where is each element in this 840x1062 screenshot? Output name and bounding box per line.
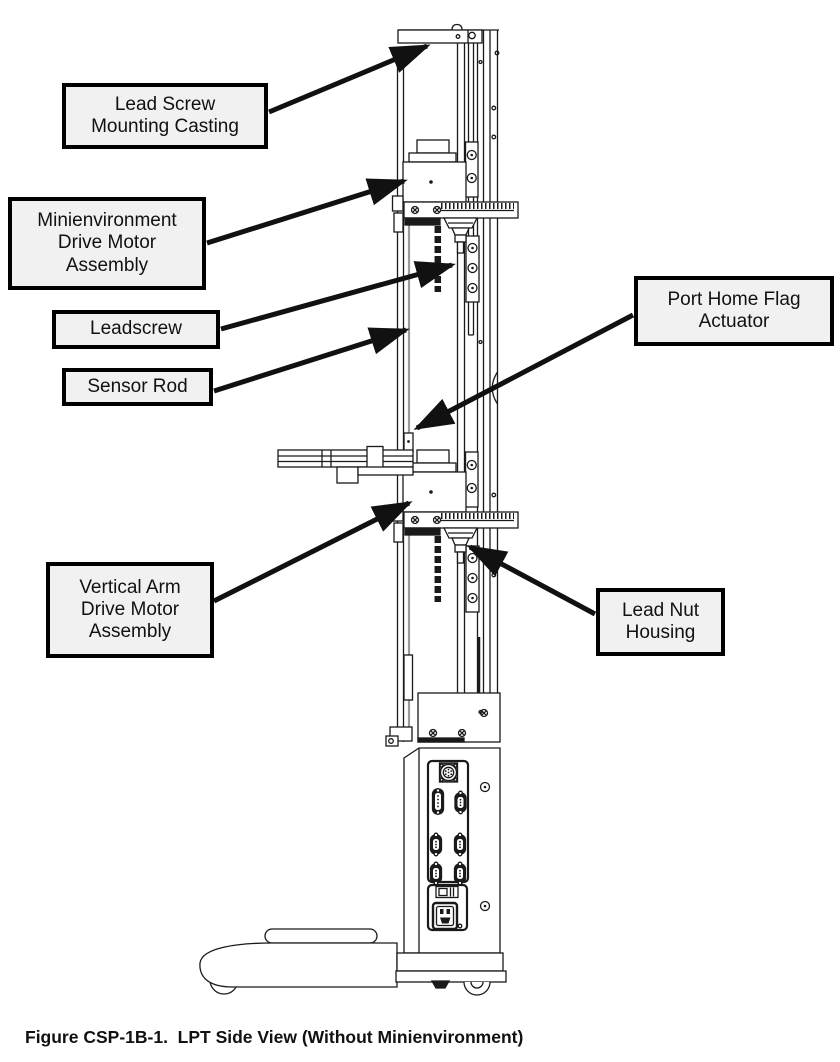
callout-lead-nut-housing: Lead Nut Housing — [596, 588, 725, 656]
connector-panel — [426, 759, 470, 886]
arrow-leadscrew — [220, 261, 456, 332]
lpt-arm-part — [277, 445, 414, 484]
arrow-sensor-rod — [213, 327, 410, 394]
arrow-minienvironment-drive-motor — [206, 178, 408, 246]
db25-connector — [431, 788, 445, 815]
power-inlet — [431, 901, 463, 931]
power-panel — [426, 883, 469, 932]
callout-vertical-arm-drive-motor-assembly: Vertical Arm Drive Motor Assembly — [46, 562, 214, 658]
callout-arrows — [206, 43, 635, 617]
db9-connector-1 — [454, 790, 467, 815]
db9-connector-3 — [453, 832, 467, 857]
leveling-foot — [430, 980, 451, 989]
db9-connector-5 — [453, 861, 467, 886]
lead-screw-mounting-casting-part — [397, 23, 483, 44]
foot-body — [199, 942, 398, 988]
column-holes — [478, 50, 500, 715]
arrow-vertical-arm-drive-motor — [212, 500, 413, 604]
callout-minienvironment-drive-motor-assembly: Minienvironment Drive Motor Assembly — [8, 197, 206, 290]
tower-column — [396, 29, 499, 742]
callout-port-home-flag-actuator: Port Home Flag Actuator — [634, 276, 834, 346]
callout-leadscrew: Leadscrew — [52, 310, 220, 349]
arrow-lead-screw-mounting-casting — [268, 43, 431, 115]
fuse-holder — [435, 885, 459, 899]
electronics-cabinet — [385, 692, 501, 954]
port-home-flag-part — [403, 432, 414, 453]
round-connector — [438, 762, 459, 783]
arrow-lead-nut-housing — [466, 544, 597, 617]
db9-connector-4 — [429, 861, 443, 886]
callout-lead-screw-mounting-casting: Lead Screw Mounting Casting — [62, 83, 268, 149]
callout-sensor-rod: Sensor Rod — [62, 368, 213, 406]
arrow-port-home-flag-actuator — [413, 312, 635, 431]
db9-connector-2 — [429, 832, 443, 857]
base-foot — [199, 928, 507, 996]
figure-caption: Figure CSP-1B-1. LPT Side View (Without … — [25, 1027, 524, 1047]
